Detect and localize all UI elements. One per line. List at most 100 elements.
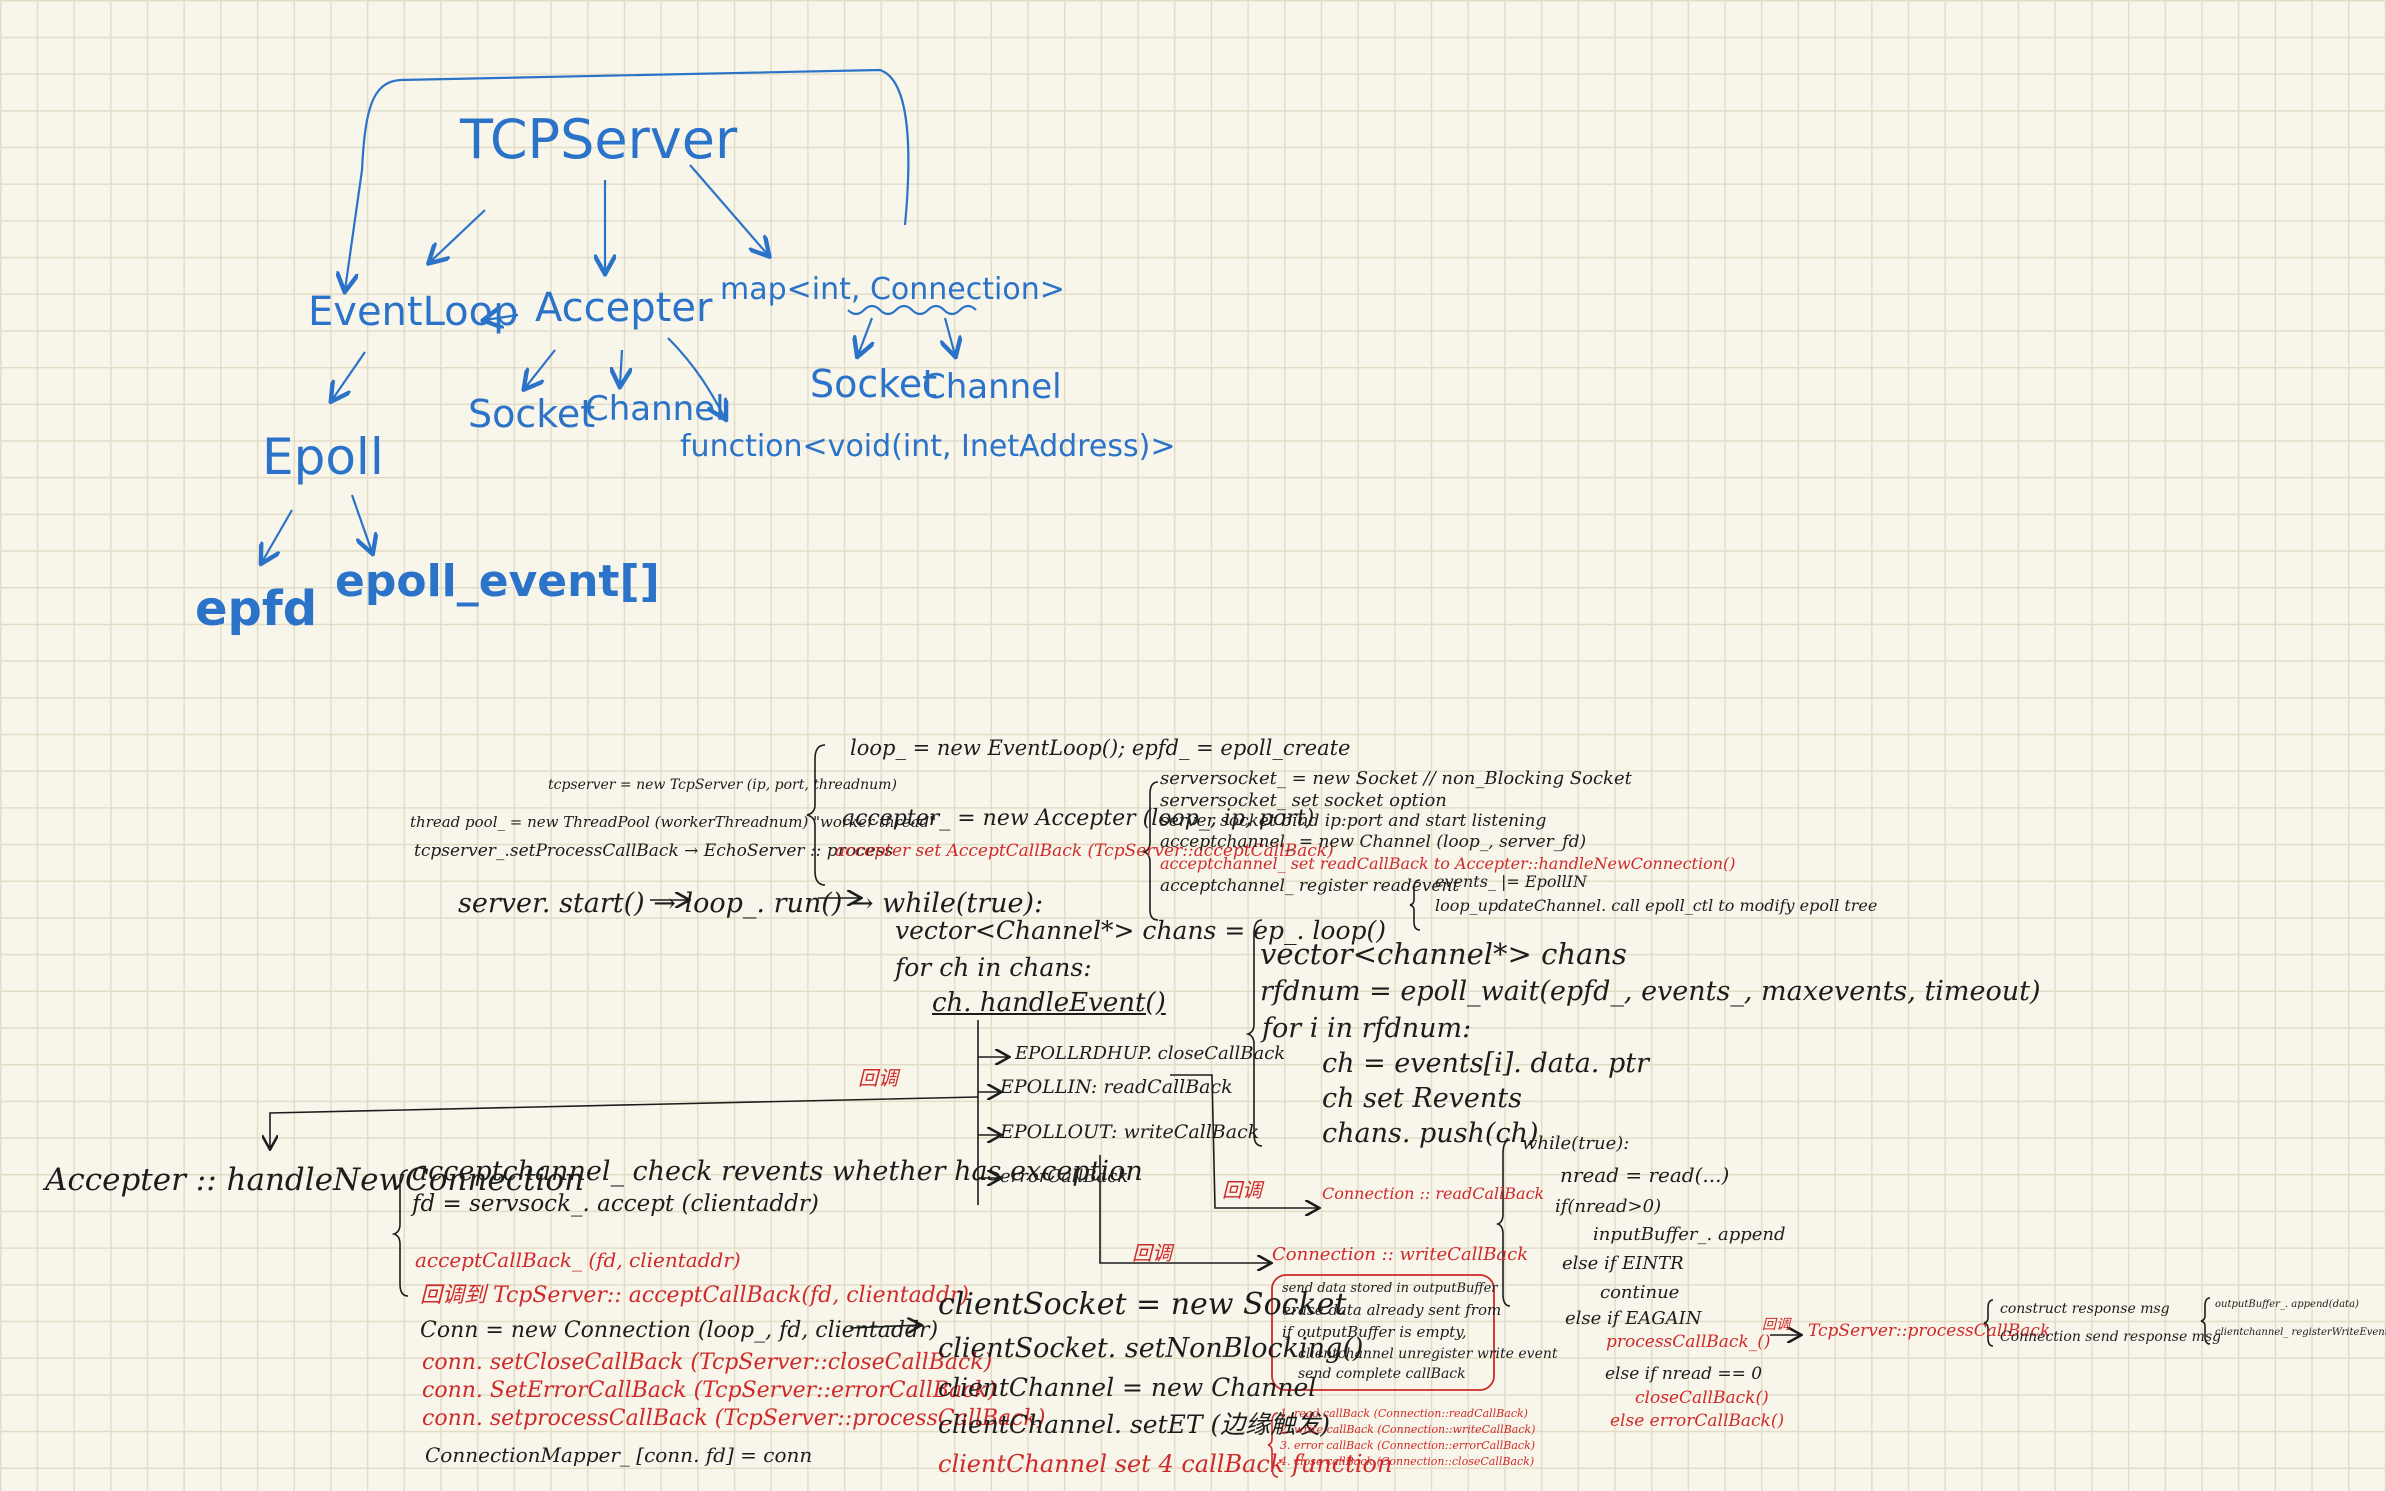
handlenew-to-client-arrow: [849, 1325, 920, 1328]
accepter-brace: [1141, 781, 1159, 921]
ac-new-text: acceptchannel_ = new Channel (loop_, ser…: [1160, 832, 1587, 852]
epoll-wait-text: rfdnum = epoll_wait(epfd_, events_, maxe…: [1260, 976, 2041, 1007]
conn-write-cb-text: Connection :: writeCallBack: [1272, 1244, 1529, 1265]
epoll-vec-text: vector<channel*> chans: [1260, 937, 1627, 971]
client-set4-text: clientChannel set 4 callBack function: [938, 1450, 1393, 1478]
write-note-3: if outputBuffer is empty,: [1282, 1323, 1467, 1341]
ch-assign-text: ch = events[i]. data. ptr: [1322, 1048, 1650, 1079]
client-socket-text: clientSocket = new Socket: [938, 1287, 1347, 1322]
process-brace: [1983, 1299, 1994, 1347]
tcpserver-to-eventloop-arrow: [430, 209, 486, 262]
chans-loop-text: vector<Channel*> chans = ep_. loop(): [895, 916, 1387, 945]
read-loop-11: else errorCallBack(): [1610, 1411, 1785, 1431]
read-loop-1: while(true):: [1522, 1133, 1630, 1154]
fd-accept-text: fd = servsock_. accept (clientaddr): [412, 1191, 819, 1217]
epoll-to-epollevent-arrow: [350, 494, 372, 552]
tcpserver-to-eventloop-loop-line: [345, 68, 910, 290]
write-note-5: send complete callBack: [1298, 1366, 1466, 1382]
cb-item-4: 4. close callBack (Connection::closeCall…: [1280, 1455, 1535, 1468]
read-loop-10: closeCallBack(): [1635, 1388, 1769, 1408]
ss-opt-text: serversocket_ set socket option: [1160, 790, 1447, 811]
epoll-loop-brace: [1245, 919, 1263, 1147]
read-loop-2: nread = read(...): [1560, 1163, 1730, 1187]
map-to-socket-arrow: [858, 317, 872, 355]
cblist-brace: [1267, 1412, 1279, 1478]
map-node: map<int, Connection>: [720, 272, 1065, 307]
chans-push-text: chans. push(ch): [1322, 1118, 1539, 1149]
rdhup-text: EPOLLRDHUP. closeCallBack: [1015, 1043, 1286, 1064]
write-note-4: clientchannel unregister write event: [1298, 1346, 1558, 1362]
handlenew-brace: [391, 1169, 409, 1297]
output-append-text: outputBuffer_. append(data): [2215, 1299, 2359, 1310]
ac-register-text: acceptchannel_ register readevent: [1160, 876, 1460, 896]
in-to-connection-read-line: [1170, 1074, 1318, 1208]
events-epollin-text: events_ |= EpollIN: [1435, 872, 1587, 891]
check-text: acceptchannel_ check revents whether has…: [412, 1156, 1143, 1187]
loop-update-text: loop_updateChannel. call epoll_ctl to mo…: [1435, 896, 1878, 915]
read-loop-8: processCallBack_(): [1606, 1332, 1771, 1352]
ss-new-text: serversocket_ = new Socket // non_Blocki…: [1160, 768, 1632, 789]
callback-label-3: 回调: [1132, 1241, 1172, 1265]
epoll-to-epfd-arrow: [262, 509, 293, 562]
epoll-event-node: epoll_event[]: [335, 556, 660, 607]
accept-cb-text: acceptCallBack_ (fd, clientaddr): [415, 1248, 741, 1272]
in-to-accepter-line: [270, 1096, 979, 1148]
client-set-et-text: clientChannel. setET (边缘触发): [938, 1410, 1331, 1439]
client-channel-text: clientChannel = new Channel: [938, 1373, 1317, 1402]
epoll-node: Epoll: [262, 428, 384, 486]
set-revents-text: ch set Revents: [1322, 1083, 1522, 1114]
error-cb-text: errorCallBack: [1000, 1166, 1129, 1187]
register-write-text: clientchannel_ registerWriteEvent: [2215, 1327, 2386, 1338]
tcpserver-to-map-arrow: [689, 164, 768, 255]
read-loop-7: else if EAGAIN: [1565, 1308, 1702, 1329]
write-note-1: send data stored in outputBuffer: [1282, 1281, 1498, 1296]
eventloop-node: EventLoop: [308, 289, 519, 335]
tcpserver-new-text: tcpserver = new TcpServer (ip, port, thr…: [548, 777, 897, 793]
accepter-to-channel-arrow: [620, 349, 622, 385]
tcp-process-text: TcpServer::processCallBack: [1808, 1321, 2051, 1341]
accepter-new-text: accepter_ = new Accepter (loop_, ip, por…: [842, 806, 1315, 831]
mapper-text: ConnectionMapper_ [conn. fd] = conn: [425, 1443, 813, 1467]
readloop-brace: [1495, 1139, 1511, 1307]
cb-item-1: 1. read callBack (Connection::readCallBa…: [1280, 1407, 1528, 1420]
write-note-2: erase data already sent from: [1282, 1301, 1502, 1319]
map-wavy-underline: [847, 304, 977, 316]
out-to-connection-write-line: [1099, 1155, 1270, 1263]
function-node: function<void(int, InetAddress)>: [680, 429, 1176, 464]
process-arrow-label: 回调: [1762, 1317, 1790, 1333]
read-loop-6: continue: [1600, 1282, 1680, 1303]
map-to-channel-arrow: [945, 317, 955, 355]
read-loop-5: else if EINTR: [1562, 1253, 1684, 1274]
set-process-text: tcpserver_.setProcessCallBack → EchoServ…: [414, 841, 894, 861]
set-close-text: conn. setCloseCallBack (TcpServer::close…: [422, 1350, 993, 1375]
for-ch-text: for ch in chans:: [895, 953, 1092, 982]
accepter-socket-node: Socket: [468, 392, 596, 436]
epfd-node: epfd: [195, 581, 318, 637]
accepter-to-eventloop-arrow: [485, 315, 519, 320]
callback-label-2: 回调: [1222, 1178, 1262, 1202]
epollout-text: EPOLLOUT: writeCallBack: [1000, 1121, 1260, 1143]
handle-event-text: ch. handleEvent(): [932, 988, 1166, 1018]
set-process-conn-text: conn. setprocessCallBack (TcpServer::pro…: [422, 1406, 1046, 1431]
server-start-text: server. start() → loop_. run() → while(t…: [458, 888, 1044, 919]
init-brace: [806, 744, 826, 886]
tcpserver-node: TCPServer: [460, 108, 738, 171]
output-brace: [2200, 1297, 2211, 1345]
register-brace: [1409, 879, 1421, 931]
read-loop-3: if(nread>0): [1555, 1196, 1662, 1217]
accepter-set-text: accepter set AcceptCallBack (TcpServer::…: [835, 841, 1334, 861]
loop-new-text: loop_ = new EventLoop(); epfd_ = epoll_c…: [850, 736, 1351, 760]
threadpool-text: thread pool_ = new ThreadPool (workerThr…: [410, 813, 937, 831]
conn-read-cb-text: Connection :: readCallBack: [1322, 1184, 1545, 1203]
client-nonblocking-text: clientSocket. setNonBlocking(): [938, 1333, 1364, 1364]
set-error-text: conn. SetErrorCallBack (TcpServer::error…: [422, 1378, 997, 1403]
epollin-text: EPOLLIN: readCallBack: [1000, 1076, 1233, 1098]
handlenew-title: Accepter :: handleNewConnection: [45, 1162, 585, 1198]
read-loop-4: inputBuffer_. append: [1593, 1224, 1786, 1245]
eventloop-to-epoll-arrow: [332, 351, 366, 400]
send-resp-text: Connection send response msg: [2000, 1329, 2222, 1345]
for-i-text: for i in rfdnum:: [1262, 1013, 1472, 1044]
callback-tcp-text: 回调到 TcpServer:: acceptCallBack(fd, clien…: [420, 1283, 970, 1308]
